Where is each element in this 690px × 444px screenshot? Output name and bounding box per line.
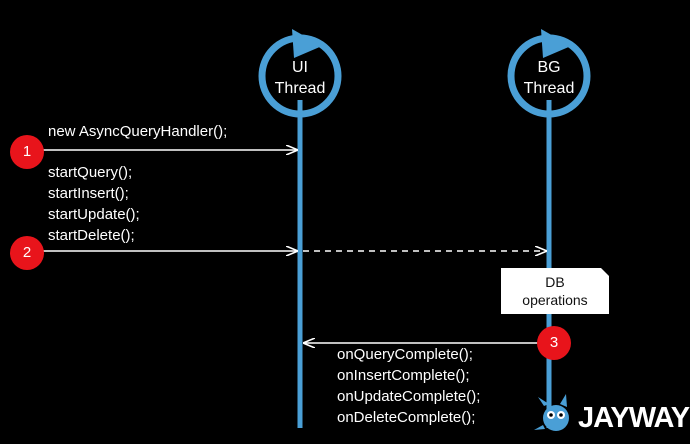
step-3-badge: 3: [537, 326, 571, 360]
db-operations-note-line1: DB: [545, 274, 565, 290]
ui-thread-label: UI Thread: [255, 57, 345, 99]
step-2-badge: 2: [10, 236, 44, 270]
bg-thread-label-line1: BG: [537, 59, 561, 76]
start-update-call: startUpdate();: [48, 206, 140, 223]
jayway-mascot-icon: [534, 394, 569, 431]
on-query-complete-callback: onQueryComplete();: [337, 346, 473, 363]
start-delete-call: startDelete();: [48, 227, 135, 244]
start-insert-call: startInsert();: [48, 185, 129, 202]
ui-thread-rotation-arrow-icon: [292, 29, 322, 58]
db-operations-note-line2: operations: [522, 292, 588, 308]
callback-list: onQueryComplete(); onInsertComplete(); o…: [337, 344, 480, 428]
step-1-badge: 1: [10, 135, 44, 169]
on-update-complete-callback: onUpdateComplete();: [337, 388, 481, 405]
on-insert-complete-callback: onInsertComplete();: [337, 367, 470, 384]
ui-thread: [258, 29, 342, 428]
bg-thread-label: BG Thread: [504, 57, 594, 99]
bg-thread-rotation-arrow-icon: [541, 29, 571, 58]
start-query-call: startQuery();: [48, 164, 133, 181]
bg-thread: [507, 29, 591, 428]
create-handler-label: new AsyncQueryHandler();: [48, 123, 228, 140]
ui-thread-label-line1: UI: [292, 59, 308, 76]
start-calls-list: startQuery(); startInsert(); startUpdate…: [48, 162, 140, 246]
ui-thread-label-line2: Thread: [274, 80, 326, 97]
on-delete-complete-callback: onDeleteComplete();: [337, 409, 476, 426]
db-operations-note: DB operations: [501, 268, 609, 314]
bg-thread-label-line2: Thread: [523, 80, 575, 97]
jayway-logo-text: JAYWAY: [578, 402, 690, 434]
